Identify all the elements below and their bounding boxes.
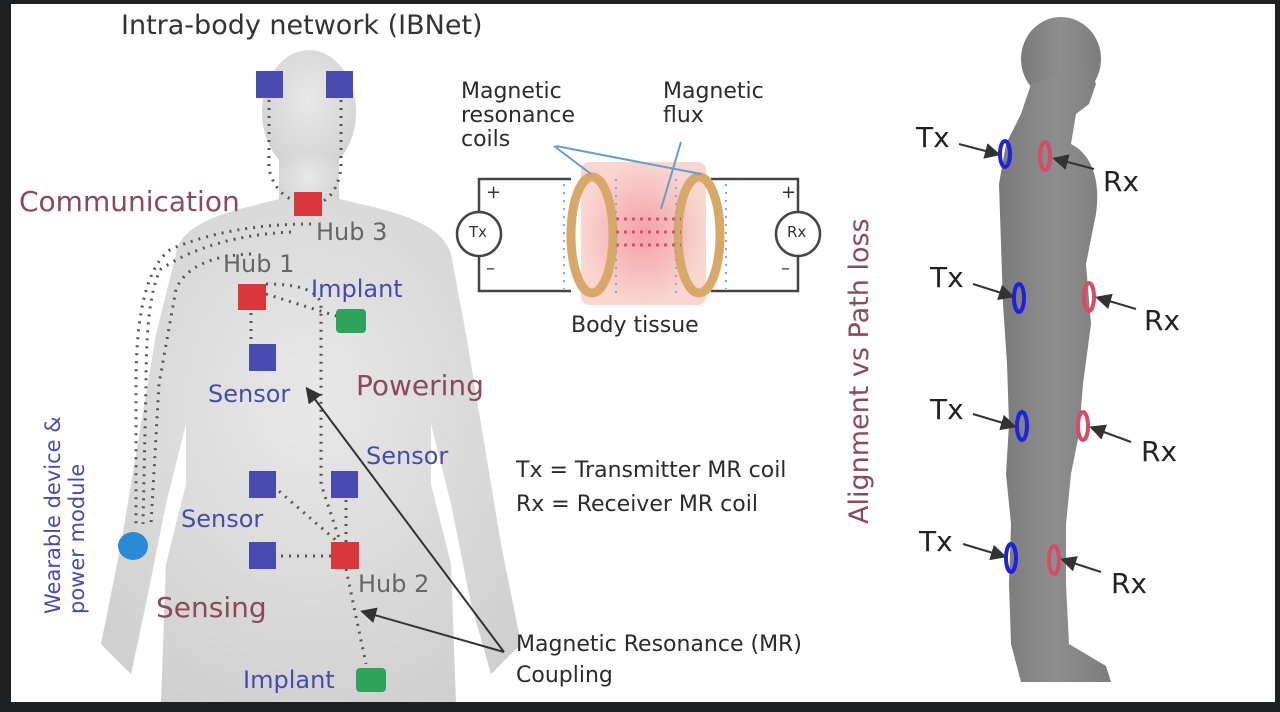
tx-coil	[566, 172, 618, 298]
label-sensor-right: Sensor	[366, 442, 449, 470]
figure-title: Intra-body network (IBNet)	[121, 10, 483, 41]
hub-1-node	[238, 284, 266, 310]
side-tx-thigh: Tx	[930, 393, 964, 426]
label-implant-lower: Implant	[243, 666, 335, 694]
hub-2-node	[331, 542, 359, 569]
sensor-node-abdomen-left	[249, 471, 276, 498]
sensor-nodes	[249, 71, 358, 569]
wearable-line-1: Wearable device &	[41, 416, 65, 614]
wearable-line-2: power module	[65, 463, 90, 614]
label-sensing: Sensing	[156, 591, 267, 624]
legend-rx-definition: Rx = Receiver MR coil	[516, 492, 758, 517]
side-tx-shoulder: Tx	[916, 121, 950, 154]
implant-node-lower	[356, 668, 386, 692]
rx-coil-shoulder	[1038, 140, 1052, 172]
label-mr-coils: Magnetic resonance coils	[461, 79, 576, 153]
label-hub-1: Hub 1	[223, 250, 295, 278]
rx-source-circle	[774, 210, 822, 258]
rx-coil	[673, 172, 725, 298]
mr-coupling-line-1: Magnetic Resonance (MR)	[516, 632, 802, 657]
label-mr-coupling: Magnetic Resonance (MR) Coupling	[516, 630, 802, 692]
label-hub-3: Hub 3	[316, 218, 388, 246]
side-body-silhouette	[999, 17, 1111, 682]
coils-line-2: resonance	[461, 103, 576, 129]
label-alignment-path-loss: Alignment vs Path loss	[844, 218, 875, 524]
circuit-wires	[477, 177, 800, 293]
side-arrows	[958, 143, 1137, 573]
rx-source-label: Rx	[787, 223, 807, 241]
rx-coil-thigh	[1076, 410, 1090, 442]
side-rx-calf: Rx	[1111, 567, 1148, 600]
coils-line-1: Magnetic	[461, 79, 562, 104]
side-rx-shoulder: Rx	[1103, 165, 1140, 198]
sensor-node-chest	[249, 344, 276, 371]
label-sensor-chest: Sensor	[208, 380, 291, 408]
mr-coupling-line-2: Coupling	[516, 662, 613, 688]
tx-minus-sign: –	[486, 258, 495, 279]
arrow-to-chest	[305, 386, 505, 653]
diagram-graphics	[101, 17, 1137, 702]
torso-shape	[101, 199, 521, 702]
side-tx-calf: Tx	[919, 525, 953, 558]
rx-plus-sign: +	[781, 182, 797, 203]
figure-canvas: Intra-body network (IBNet) Communication…	[11, 4, 1275, 702]
label-implant-chest: Implant	[311, 275, 403, 303]
coil-circuit	[455, 141, 822, 305]
side-rx-thigh: Rx	[1141, 435, 1178, 468]
label-magnetic-flux: Magnetic flux	[663, 79, 764, 129]
tx-plus-sign: +	[486, 182, 502, 203]
tx-source-circle	[455, 210, 503, 258]
label-communication: Communication	[19, 185, 240, 218]
sensor-node-head-right	[326, 71, 353, 98]
side-torso-legs	[999, 64, 1111, 682]
flux-lines	[616, 217, 681, 247]
rx-coil-waist	[1082, 281, 1096, 313]
label-wearable-device: Wearable device & power module	[41, 416, 89, 614]
tx-source-label: Tx	[469, 223, 488, 241]
hub-nodes	[238, 192, 359, 569]
mr-coupling-arrows	[305, 386, 505, 653]
coils-line-3: coils	[461, 127, 511, 153]
sensor-node-head-left	[256, 71, 283, 98]
hub-3-node	[294, 192, 322, 216]
implant-node-chest	[336, 309, 366, 333]
flux-line-2: flux	[663, 103, 704, 129]
rx-minus-sign: –	[781, 258, 790, 279]
side-tx-waist: Tx	[930, 261, 964, 294]
label-powering: Powering	[356, 369, 484, 402]
label-hub-2: Hub 2	[358, 570, 430, 598]
legend-tx-definition: Tx = Transmitter MR coil	[516, 458, 787, 483]
callout-lines	[553, 141, 702, 210]
dotted-links	[134, 84, 368, 665]
sensor-node-hip-left	[249, 542, 276, 569]
field-lines	[563, 179, 727, 294]
label-sensor-left: Sensor	[181, 505, 264, 533]
arrow-to-hip	[360, 607, 505, 653]
side-rx-waist: Rx	[1144, 304, 1181, 337]
sensor-node-abdomen-right	[331, 471, 358, 498]
implant-nodes	[336, 309, 386, 692]
wearable-device-node	[118, 532, 148, 560]
flux-line-1: Magnetic	[663, 79, 764, 104]
label-body-tissue: Body tissue	[571, 313, 699, 338]
tx-coil-thigh	[1015, 410, 1029, 442]
rx-coil-calf	[1047, 544, 1061, 576]
